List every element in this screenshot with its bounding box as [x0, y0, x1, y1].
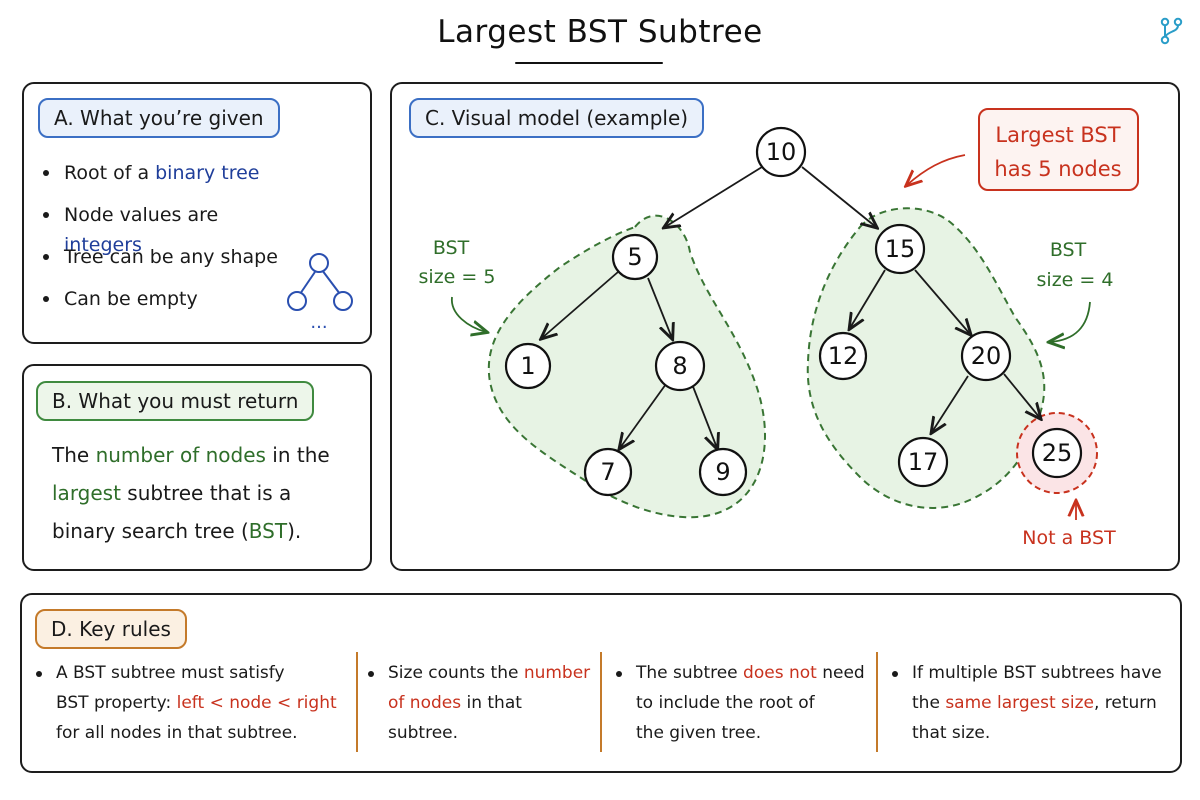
rule-text: A BST subtree must satisfy	[56, 663, 285, 683]
node-12: 12	[818, 331, 868, 381]
given-item: Node values are integers	[40, 200, 290, 256]
edge-8-9	[691, 383, 717, 448]
node-7: 7	[583, 447, 633, 497]
mini-tree-icon: ...	[287, 253, 353, 333]
callout-line1: Largest BST	[995, 123, 1120, 147]
tree-nodes: 10 5 15 1 8 12 20 7 9 17 25	[504, 126, 1083, 497]
node-17: 17	[897, 436, 949, 488]
mini-tree-ellipsis: ...	[310, 312, 327, 333]
rule-item: If multiple BST subtrees have the same la…	[892, 658, 1177, 748]
edge-10-5	[665, 166, 763, 227]
return-heading: B. What you must return	[36, 381, 315, 421]
rule-text: to include the root of	[636, 693, 815, 713]
rule-text: the	[912, 693, 946, 713]
edge-15-20	[914, 269, 970, 334]
svg-text:1: 1	[520, 352, 535, 380]
visual-model-heading: C. Visual model (example)	[409, 98, 705, 138]
svg-text:5: 5	[627, 243, 642, 271]
rule-text: need	[816, 663, 865, 683]
right-note-line2: size = 4	[1037, 269, 1114, 291]
svg-text:9: 9	[715, 458, 730, 486]
node-1: 1	[504, 342, 552, 390]
node-10: 10	[755, 126, 807, 178]
given-item: Root of a binary tree	[40, 158, 290, 200]
edge-15-12	[850, 269, 886, 328]
right-bst-region	[806, 207, 1046, 509]
rule-text: the given tree.	[636, 723, 762, 743]
rule-divider	[356, 652, 358, 752]
rule-text: in that	[461, 693, 522, 713]
node-15: 15	[874, 223, 926, 275]
svg-text:10: 10	[766, 138, 797, 166]
left-note-line1: BST	[433, 237, 470, 259]
svg-text:17: 17	[908, 448, 939, 476]
edge-8-7	[620, 383, 667, 448]
callout-line2: has 5 nodes	[994, 157, 1121, 181]
rule-text: subtree.	[388, 723, 459, 743]
left-bst-region	[487, 214, 766, 519]
svg-text:20: 20	[971, 342, 1002, 370]
bst-diagram: 10 5 15 1 8 12 20 7 9 17 25 BST size = 5…	[419, 108, 1139, 549]
svg-text:12: 12	[828, 342, 859, 370]
rule-text: that size.	[912, 723, 991, 743]
rule-text: , return	[1093, 693, 1157, 713]
rule-highlight: left < node < right	[176, 693, 337, 713]
given-item: Tree can be any shape	[40, 242, 290, 284]
rule-text: Size counts the	[388, 663, 524, 683]
page-title: Largest BST Subtree	[437, 14, 763, 50]
edge-20-17	[932, 375, 969, 432]
rule-highlight: same largest size	[945, 693, 1094, 713]
rule-text: BST property:	[56, 693, 177, 713]
edge-20-25	[1003, 373, 1040, 418]
callout-box	[978, 108, 1139, 191]
svg-text:7: 7	[600, 458, 615, 486]
edge-5-1	[542, 271, 619, 338]
left-note-arrow	[451, 296, 486, 332]
edge-10-15	[801, 166, 876, 227]
tree-edges	[542, 166, 1040, 448]
left-note-line2: size = 5	[419, 266, 496, 288]
node-25: 25	[1031, 427, 1083, 479]
rule-text: The subtree	[636, 663, 744, 683]
return-description: The number of nodes in the largest subtr…	[52, 443, 330, 543]
node-9: 9	[698, 447, 748, 497]
rule-text: If multiple BST subtrees have	[912, 663, 1162, 683]
node-8: 8	[654, 340, 706, 392]
rule-highlight: does not	[743, 663, 817, 683]
svg-text:8: 8	[672, 352, 687, 380]
rule-text: for all nodes in that subtree.	[56, 723, 298, 743]
node-20: 20	[960, 330, 1012, 382]
not-bst-label: Not a BST	[1022, 527, 1116, 549]
title-underline	[515, 62, 663, 64]
svg-text:15: 15	[885, 235, 916, 263]
right-note-line1: BST	[1050, 239, 1087, 261]
rule-highlight: of nodes	[388, 693, 462, 713]
given-item: Can be empty	[40, 284, 290, 326]
edge-5-8	[647, 277, 672, 338]
right-note-arrow	[1050, 301, 1091, 342]
rule-highlight: number	[523, 663, 591, 683]
branch-icon	[1160, 17, 1183, 45]
given-heading: A. What you’re given	[38, 98, 280, 138]
key-rules-heading: D. Key rules	[35, 609, 187, 649]
svg-text:25: 25	[1042, 439, 1073, 467]
rule-divider	[876, 652, 878, 752]
node-5: 5	[611, 233, 659, 281]
callout-arrow	[907, 154, 966, 185]
rule-divider	[600, 652, 602, 752]
given-list: Root of a binary tree Node values are in…	[40, 158, 290, 326]
